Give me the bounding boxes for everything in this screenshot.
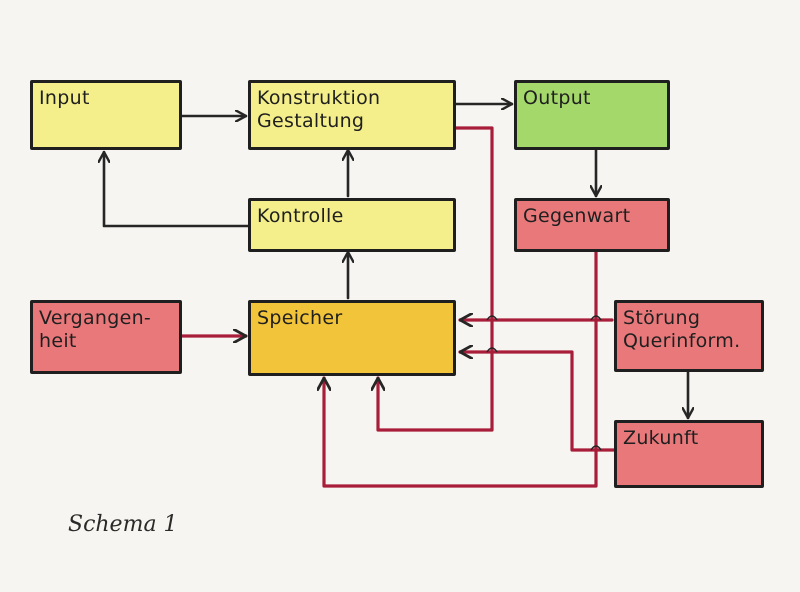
box-vergangenheit: Vergangen- heit xyxy=(30,300,182,374)
box-output-label: Output xyxy=(523,87,591,109)
box-stoerung: Störung Querinform. xyxy=(614,300,764,372)
box-konstruktion: Konstruktion Gestaltung xyxy=(248,80,456,150)
box-stoerung-line-1: Störung xyxy=(623,307,701,329)
line-crossing-hop xyxy=(486,315,498,321)
box-vergangenheit-line-2: heit xyxy=(39,330,77,352)
red-line-zukunft-to-speicher xyxy=(458,352,616,452)
red-line-gegenwart-loop xyxy=(324,250,598,488)
box-speicher: Speicher xyxy=(248,300,456,376)
box-konstruktion-line-1: Konstruktion xyxy=(257,87,381,109)
red-line-konstruktion-loop xyxy=(378,126,494,432)
box-gegenwart-label: Gegenwart xyxy=(523,205,631,227)
box-stoerung-line-2: Querinform. xyxy=(623,330,741,352)
box-zukunft: Zukunft xyxy=(614,420,764,488)
figure-caption: Schema 1 xyxy=(68,512,178,537)
box-vergangenheit-line-1: Vergangen- xyxy=(39,307,152,329)
box-konstruktion-line-2: Gestaltung xyxy=(257,110,365,132)
box-input-label: Input xyxy=(39,87,90,109)
box-gegenwart: Gegenwart xyxy=(514,198,670,252)
line-crossing-hop xyxy=(590,315,602,321)
box-input: Input xyxy=(30,80,182,150)
box-kontrolle: Kontrolle xyxy=(248,198,456,252)
line-crossing-hop xyxy=(590,445,602,451)
box-zukunft-label: Zukunft xyxy=(623,427,699,449)
line-crossing-hop xyxy=(486,347,498,353)
box-output: Output xyxy=(514,80,670,150)
arrow-kontrolle-to-input xyxy=(104,150,250,228)
box-kontrolle-label: Kontrolle xyxy=(257,205,344,227)
box-speicher-label: Speicher xyxy=(257,307,343,329)
